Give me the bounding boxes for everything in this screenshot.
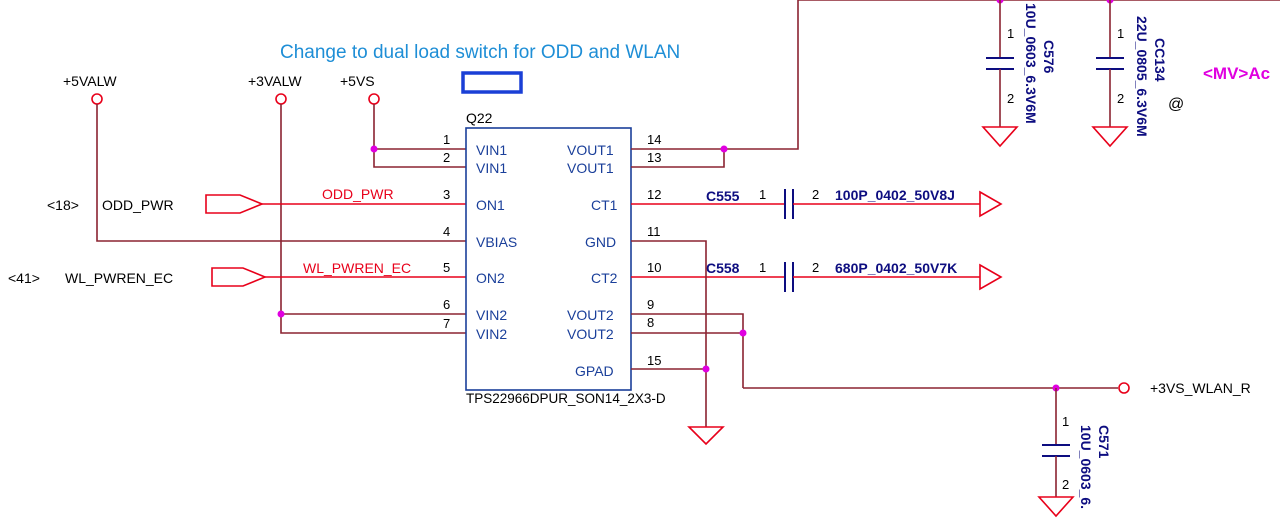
offpage-net-wl: WL_PWREN_EC: [65, 270, 173, 286]
design-note: Change to dual load switch for ODD and W…: [280, 42, 680, 63]
cap-value-c555: 100P_0402_50V8J: [835, 187, 955, 203]
cap-pin-number: 2: [1117, 91, 1124, 106]
pin-number: 1: [443, 132, 450, 147]
cap-value-c571: 10U_0603_6.: [1078, 425, 1094, 509]
cap-symbol-c571: [1042, 444, 1070, 457]
pin-number: 11: [647, 224, 661, 239]
wire-5valw-vbias: [96, 104, 466, 242]
pin-name: CT2: [591, 270, 618, 286]
cap-ref-c576: C576: [1041, 40, 1057, 74]
cap-pin-number: 1: [759, 187, 766, 202]
ic-body: [465, 127, 632, 391]
offpage-net-odd: ODD_PWR: [102, 197, 174, 213]
cap-pin-number: 2: [812, 187, 819, 202]
junction-vout2: [739, 329, 747, 337]
cap-pin-number: 1: [1007, 26, 1014, 41]
net-label-wl-pwren: WL_PWREN_EC: [303, 260, 411, 276]
cap-pin-number: 1: [1117, 26, 1124, 41]
junction-vout1: [720, 145, 728, 153]
pin-number: 6: [443, 297, 450, 312]
ground-symbol: [1091, 126, 1129, 148]
pin-number: 12: [647, 187, 661, 202]
cap-value-c576: 10U_0603_6.3V6M: [1023, 3, 1039, 124]
junction-3valw: [277, 310, 285, 318]
pin-name: GPAD: [575, 363, 614, 379]
cap-pin-number: 2: [1007, 91, 1014, 106]
pin-number: 2: [443, 150, 450, 165]
rail-connector-3valw: [275, 93, 287, 105]
pin-name: ON1: [476, 197, 505, 213]
rail-label-3valw: +3VALW: [248, 73, 302, 89]
cap-value-cc134: 22U_0805_6.3V6M: [1134, 16, 1150, 137]
pin-number: 13: [647, 150, 661, 165]
offpage-connector-wl: [211, 267, 268, 287]
cap-pin-number: 2: [1062, 477, 1069, 492]
pin-name: VOUT2: [567, 307, 614, 323]
pin-name: VOUT1: [567, 160, 614, 176]
pin-number: 10: [647, 260, 661, 275]
pin-name: VBIAS: [476, 234, 517, 250]
pin-number: 9: [647, 297, 654, 312]
pin-name: GND: [585, 234, 616, 250]
offpage-ref-odd: <18>: [47, 197, 79, 213]
wire-3valw-vin2: [280, 104, 466, 334]
ic-refdes: Q22: [466, 110, 493, 126]
pin-name: VIN1: [476, 142, 507, 158]
ground-symbol: [979, 190, 1003, 218]
pin-name: CT1: [591, 197, 618, 213]
junction-gnd: [702, 365, 710, 373]
pin-number: 4: [443, 224, 450, 239]
cap-ref-c571: C571: [1096, 425, 1112, 459]
ground-symbol: [981, 126, 1019, 148]
rail-label-5valw: +5VALW: [63, 73, 117, 89]
pin-number: 5: [443, 260, 450, 275]
pin-name: ON2: [476, 270, 505, 286]
pin-name: VIN2: [476, 307, 507, 323]
pin-number: 8: [647, 315, 654, 330]
pin-name: VOUT1: [567, 142, 614, 158]
rail-label-5vs: +5VS: [340, 73, 375, 89]
cap-value-c558: 680P_0402_50V7K: [835, 260, 957, 276]
cap-ref-cc134: CC134: [1152, 38, 1168, 82]
junction-5vs: [370, 145, 378, 153]
pin-name: VOUT2: [567, 326, 614, 342]
ic-part-number: TPS22966DPUR_SON14_2X3-D: [466, 391, 666, 406]
at-marker: @: [1168, 96, 1184, 113]
cap-pin-number: 2: [812, 260, 819, 275]
cap-ref-c555: C555: [706, 188, 740, 204]
rail-connector-5vs: [368, 93, 380, 105]
ground-symbol: [979, 263, 1003, 291]
marker-rectangle: [461, 71, 523, 94]
cap-symbol-c558: [784, 262, 794, 292]
cap-symbol-c576: [986, 57, 1014, 70]
pin-name: VIN1: [476, 160, 507, 176]
pin-number: 3: [443, 187, 450, 202]
pin-number: 14: [647, 132, 661, 147]
net-label-odd-pwr: ODD_PWR: [322, 186, 394, 202]
wire-gnd: [631, 240, 707, 427]
wire-5vs-vin1: [373, 104, 466, 168]
rail-connector-wlan: [1118, 382, 1130, 394]
offpage-connector-odd: [205, 194, 265, 214]
wire-vout2-pin9: [631, 313, 744, 388]
pin-number: 15: [647, 353, 661, 368]
cap-symbol-c555: [784, 189, 794, 219]
mv-annotation: <MV>Ac: [1203, 64, 1270, 83]
ground-symbol: [687, 426, 725, 446]
offpage-ref-wl: <41>: [8, 270, 40, 286]
cap-symbol-cc134: [1096, 57, 1124, 70]
rail-label-wlan: +3VS_WLAN_R: [1150, 380, 1251, 396]
pin-name: VIN2: [476, 326, 507, 342]
cap-ref-c558: C558: [706, 260, 740, 276]
cap-pin-number: 1: [1062, 414, 1069, 429]
cap-pin-number: 1: [759, 260, 766, 275]
rail-connector-5valw: [91, 93, 103, 105]
ground-symbol: [1037, 496, 1075, 518]
pin-number: 7: [443, 316, 450, 331]
